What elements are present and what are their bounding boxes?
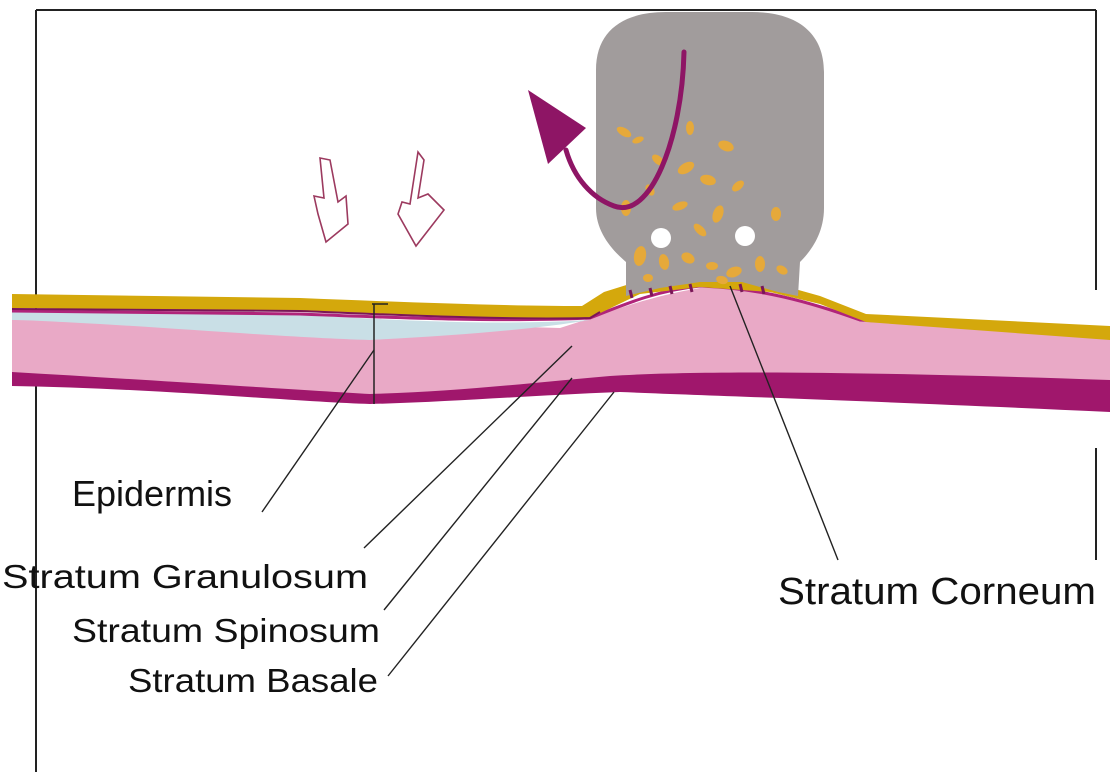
label-stratum-corneum: Stratum Corneum — [778, 571, 1096, 613]
down-arrow-outline-icon — [314, 152, 444, 246]
pressure-arrow-right — [398, 152, 444, 246]
label-stratum-granulosum: Stratum Granulosum — [2, 558, 368, 595]
leader-stratum-basale — [388, 392, 614, 676]
device-port-left — [651, 228, 671, 248]
label-epidermis: Epidermis — [72, 473, 232, 514]
suction-device — [596, 12, 824, 296]
leader-stratum-spinosum — [384, 378, 572, 610]
label-stratum-basale: Stratum Basale — [128, 662, 378, 699]
label-stratum-spinosum: Stratum Spinosum — [72, 612, 380, 649]
pressure-arrow-left — [314, 158, 348, 242]
device-port-right — [735, 226, 755, 246]
